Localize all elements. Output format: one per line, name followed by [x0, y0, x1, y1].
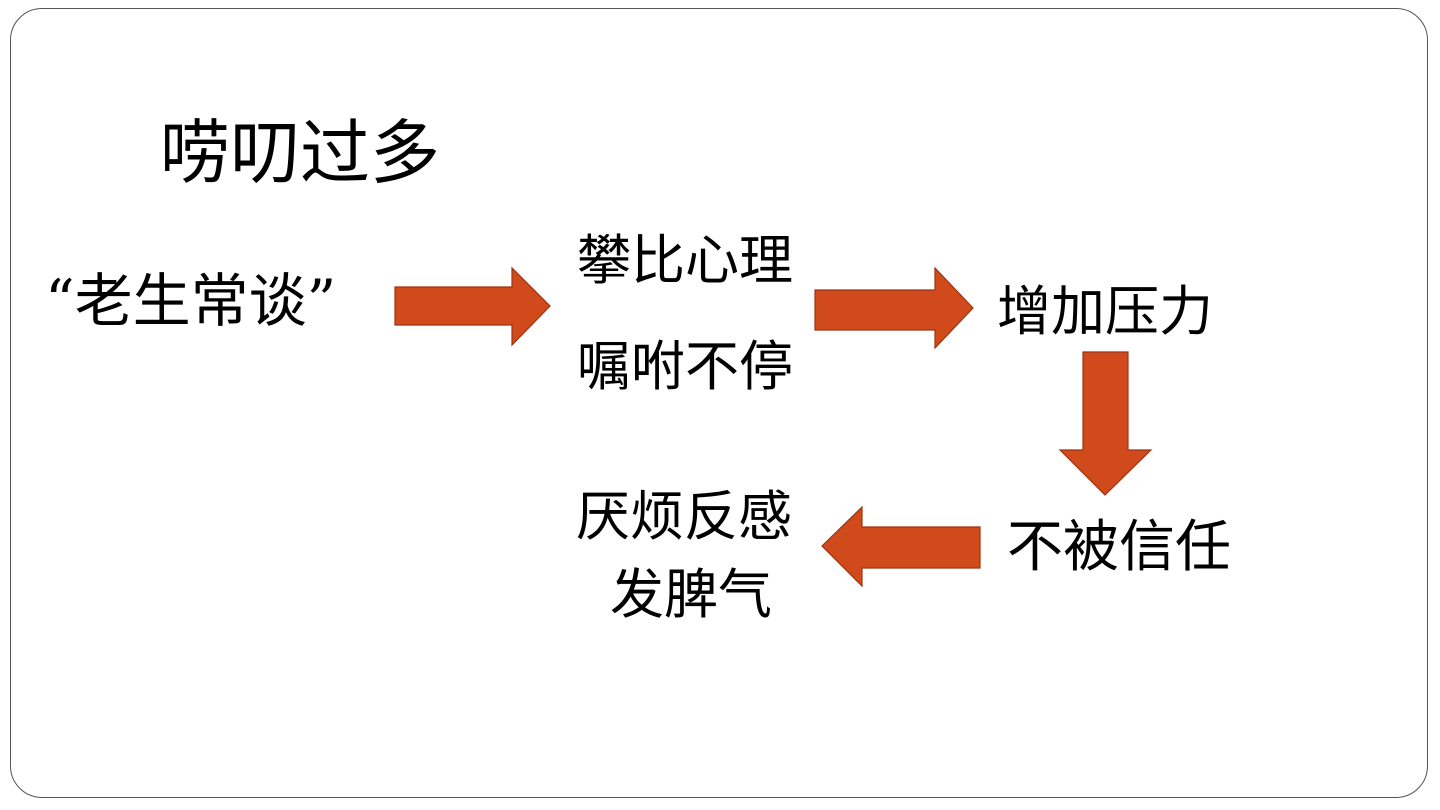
arrow-down: [1058, 351, 1153, 496]
node-pressure: 增加压力: [997, 280, 1213, 343]
node-annoyed: 厌烦反感: [576, 485, 792, 548]
arrow-right-2: [814, 266, 974, 350]
node-distrust: 不被信任: [1007, 515, 1231, 580]
node-start: “老生常谈”: [45, 267, 337, 335]
arrow-right-1: [394, 266, 551, 347]
node-comparison: 攀比心理: [577, 229, 793, 292]
arrow-left: [821, 505, 981, 588]
node-nagging: 嘱咐不停: [577, 335, 793, 398]
node-temper: 发脾气: [610, 563, 772, 626]
slide-frame: [10, 8, 1428, 798]
slide-title: 唠叨过多: [160, 112, 440, 194]
